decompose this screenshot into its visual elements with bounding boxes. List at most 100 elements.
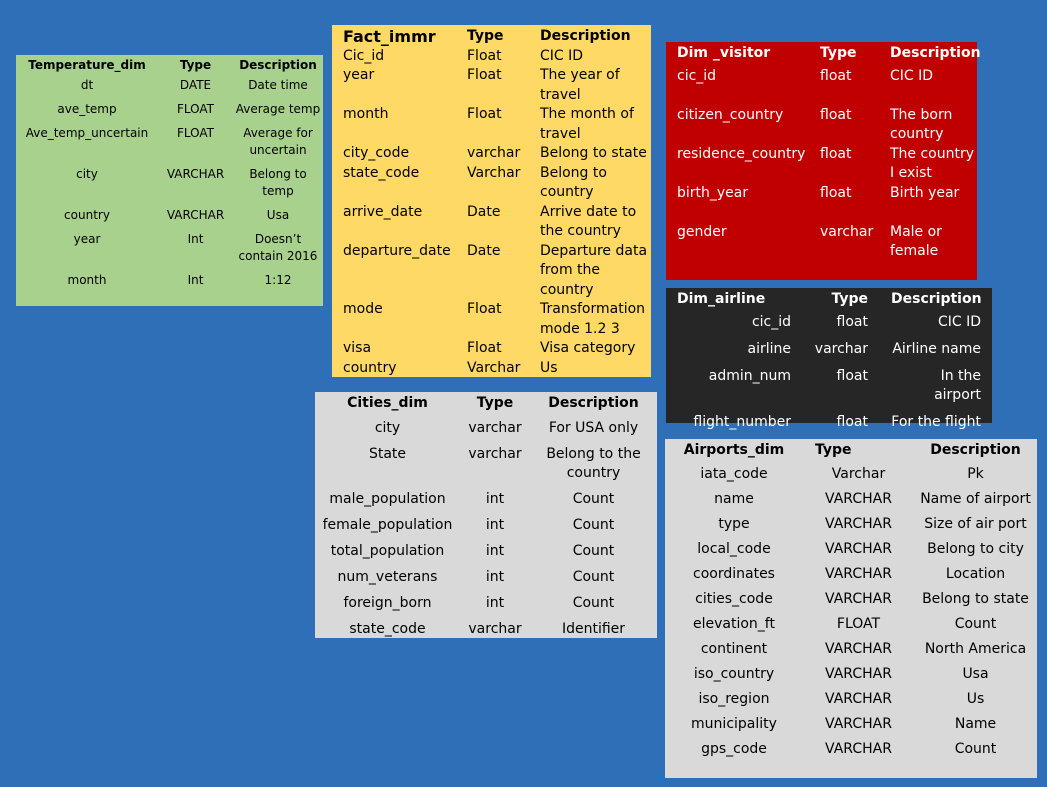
table-header-row: Fact_immr Type Description bbox=[332, 25, 651, 47]
table-row: name VARCHAR Name of airport bbox=[665, 490, 1037, 515]
column-name: elevation_ft bbox=[693, 615, 775, 632]
column-description: Usa bbox=[962, 665, 989, 682]
column-name: city bbox=[374, 419, 401, 436]
fact-immr-table: Fact_immr Type Description Cic_id Float … bbox=[332, 25, 651, 377]
column-description: Usa bbox=[266, 208, 290, 222]
column-name: cic_id bbox=[677, 67, 717, 84]
table-name: Airports_dim bbox=[683, 442, 785, 458]
column-type: VARCHAR bbox=[825, 490, 892, 507]
column-name: female_population bbox=[322, 517, 453, 533]
table-row: month Float The month of travel bbox=[332, 105, 651, 144]
description-header: Description bbox=[239, 58, 317, 72]
column-type: float bbox=[836, 313, 868, 330]
column-name: cities_code bbox=[695, 590, 773, 607]
column-name: departure_date bbox=[343, 242, 451, 259]
description-header: Description bbox=[930, 442, 1021, 458]
column-description: Belong to country bbox=[540, 164, 607, 201]
table-row: cic_id float CIC ID bbox=[666, 67, 977, 106]
column-type: float bbox=[820, 184, 852, 201]
table-row: continent VARCHAR North America bbox=[665, 640, 1037, 665]
column-name: residence_country bbox=[677, 145, 806, 162]
table-row: airline varchar Airline name bbox=[666, 340, 992, 367]
table-row: year Float The year of travel bbox=[332, 66, 651, 105]
column-description: Count bbox=[572, 595, 615, 611]
column-type: Date bbox=[467, 203, 501, 220]
column-description: North America bbox=[924, 640, 1027, 657]
table-row: flight_number float For the flight bbox=[666, 413, 992, 440]
type-header: Type bbox=[179, 58, 212, 72]
column-description: The born country bbox=[890, 106, 953, 143]
table-header-row: Airports_dim Type Description bbox=[665, 439, 1037, 465]
table-row: residence_country float The country I ex… bbox=[666, 145, 977, 184]
column-type: Float bbox=[467, 106, 502, 122]
column-description: CIC ID bbox=[540, 47, 584, 64]
column-description: The month of travel bbox=[540, 106, 634, 142]
column-description: The year of travel bbox=[540, 67, 620, 103]
column-name: visa bbox=[343, 340, 372, 356]
table-row: citizen_country float The born country bbox=[666, 106, 977, 145]
column-type: DATE bbox=[179, 78, 212, 92]
table-row: city varchar For USA only bbox=[315, 419, 657, 445]
column-description: Count bbox=[954, 740, 997, 757]
column-type: VARCHAR bbox=[825, 715, 892, 732]
table-row: birth_year float Birth year bbox=[666, 184, 977, 223]
column-description: 1:12 bbox=[264, 273, 292, 287]
column-name: admin_num bbox=[708, 367, 791, 384]
type-header: Type bbox=[815, 442, 852, 458]
column-name: continent bbox=[700, 640, 768, 657]
column-description: Location bbox=[945, 565, 1006, 582]
table-row: mode Float Transformation mode 1.2 3 bbox=[332, 300, 651, 339]
airports-dim-table: Airports_dim Type Description iata_code … bbox=[665, 439, 1037, 778]
column-type: varchar bbox=[820, 223, 874, 240]
table-row: country Varchar Us bbox=[332, 359, 651, 379]
column-name: num_veterans bbox=[337, 569, 438, 585]
table-row: gps_code VARCHAR Count bbox=[665, 740, 1037, 765]
column-name: iso_region bbox=[698, 690, 770, 707]
column-description: Us bbox=[540, 359, 558, 376]
description-header: Description bbox=[548, 395, 639, 411]
description-header: Description bbox=[891, 291, 982, 307]
column-type: VARCHAR bbox=[825, 540, 892, 557]
table-name: Cities_dim bbox=[347, 395, 428, 411]
column-name: arrive_date bbox=[343, 203, 423, 220]
column-name: iso_country bbox=[693, 665, 775, 682]
column-type: float bbox=[836, 414, 868, 430]
column-type: VARCHAR bbox=[166, 167, 225, 181]
table-row: gender varchar Male or female bbox=[666, 223, 977, 262]
column-description: CIC ID bbox=[890, 67, 934, 84]
temperature-dim-table: Temperature_dim Type Description dt DATE… bbox=[16, 55, 323, 306]
table-name: Fact_immr bbox=[343, 27, 436, 46]
column-type: float bbox=[836, 367, 868, 384]
description-header: Description bbox=[540, 28, 631, 44]
table-row: female_population int Count bbox=[315, 516, 657, 542]
table-row: country VARCHAR Usa bbox=[16, 207, 323, 231]
table-row: iata_code Varchar Pk bbox=[665, 465, 1037, 490]
column-name: cic_id bbox=[751, 313, 791, 330]
column-type: Date bbox=[467, 242, 501, 259]
column-type: FLOAT bbox=[836, 615, 881, 632]
column-type: FLOAT bbox=[176, 126, 214, 140]
column-type: Float bbox=[467, 340, 502, 356]
table-header-row: Temperature_dim Type Description bbox=[16, 55, 323, 77]
column-name: type bbox=[718, 515, 750, 532]
column-description: Birth year bbox=[890, 184, 960, 201]
dim-visitor-table: Dim _visitor Type Description cic_id flo… bbox=[666, 42, 981, 280]
description-header: Description bbox=[890, 45, 981, 61]
table-row: city VARCHAR Belong to temp bbox=[16, 166, 323, 207]
column-type: varchar bbox=[468, 621, 522, 637]
column-description: Transformation mode 1.2 3 bbox=[540, 301, 646, 337]
column-name: year bbox=[73, 232, 101, 246]
table-row: state_code varchar Identifier bbox=[315, 620, 657, 646]
column-name: ave_temp bbox=[57, 102, 117, 116]
column-type: Float bbox=[467, 67, 502, 83]
table-row: elevation_ft FLOAT Count bbox=[665, 615, 1037, 640]
type-header: Type bbox=[831, 291, 868, 307]
column-description: Departure data from the country bbox=[540, 242, 648, 298]
column-description: For the flight bbox=[891, 414, 981, 430]
column-description: In the airport bbox=[934, 367, 981, 404]
column-description: Doesn’t contain 2016 bbox=[238, 232, 318, 263]
column-description: Airline name bbox=[892, 340, 981, 357]
column-description: Name of airport bbox=[920, 490, 1031, 507]
table-row: city_code varchar Belong to state bbox=[332, 144, 651, 164]
column-name: birth_year bbox=[677, 184, 749, 201]
